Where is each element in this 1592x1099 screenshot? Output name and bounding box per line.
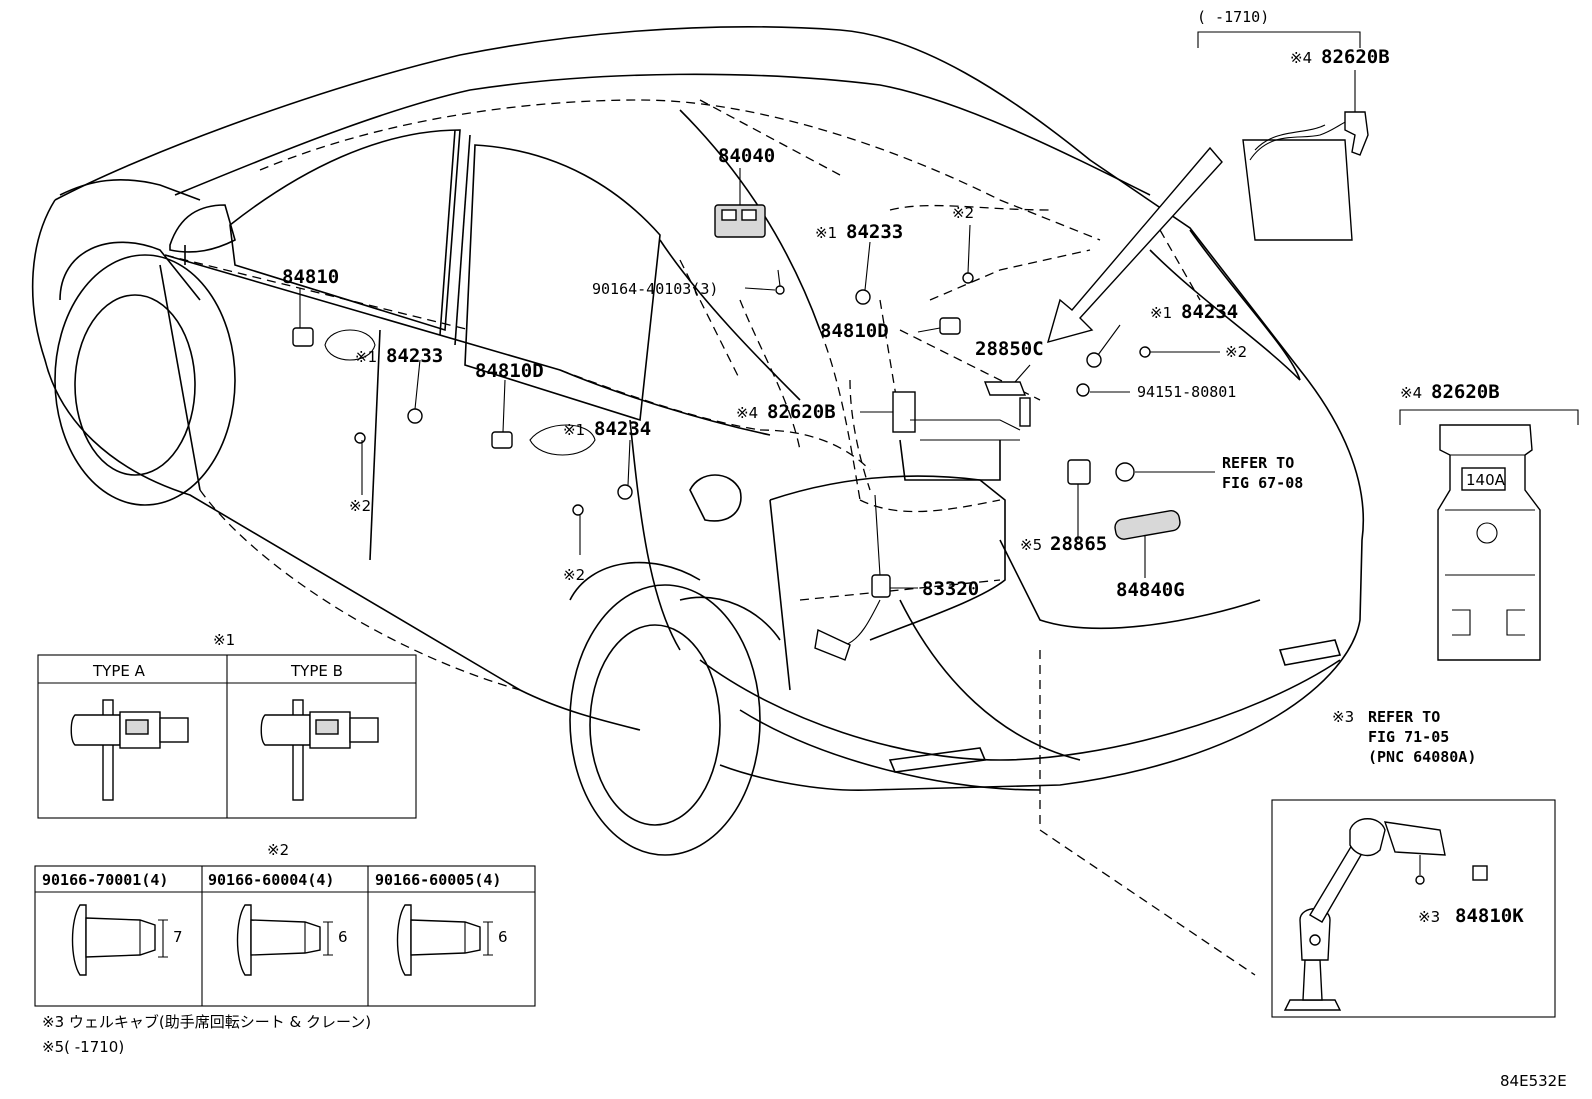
label-84810D-b: 84810D (475, 360, 544, 382)
table-type: ※1 TYPE A TYPE B (37, 631, 417, 819)
mark-4: ※4 (736, 404, 758, 422)
table1-mark: ※1 (213, 631, 235, 649)
clip-dim-3: 6 (498, 928, 508, 946)
type-b-bulb (260, 699, 379, 801)
label-84040: 84040 (718, 145, 775, 167)
label-28865: 28865 (1050, 533, 1107, 555)
switch-button (721, 209, 737, 221)
mark-3: ※3 (1418, 908, 1440, 926)
label-28850C: 28850C (975, 338, 1044, 360)
switch-84810 (292, 327, 314, 347)
label-83320: 83320 (922, 578, 979, 600)
screw-90164 (775, 285, 785, 295)
bulb-84234-a (1086, 352, 1102, 368)
label-84234-a: 84234 (1181, 301, 1238, 323)
bulb-84233-b (407, 408, 423, 424)
label-84810K: 84810K (1455, 905, 1524, 927)
label-94151: 94151-80801 (1137, 383, 1236, 401)
table2-col-1: 90166-70001(4) (42, 871, 168, 889)
mark-1: ※1 (1150, 304, 1172, 322)
mark-4: ※4 (1290, 49, 1312, 67)
fuse-rating-box (1461, 467, 1506, 491)
table2-col-2: 90166-60004(4) (208, 871, 334, 889)
note-5: ※5( -1710) (42, 1038, 124, 1056)
mark-2: ※2 (1225, 343, 1247, 361)
clip-60005 (396, 904, 493, 976)
mark-4: ※4 (1400, 384, 1422, 402)
refer-67-08-line2: FIG 67-08 (1222, 474, 1303, 492)
battery-inset (1242, 111, 1369, 241)
clip-dim-2: 6 (338, 928, 348, 946)
nut-94151 (1076, 383, 1090, 397)
crane-inset-frame (1271, 799, 1556, 1018)
crane-inset: ※3 84810K (1271, 799, 1556, 1018)
parts (292, 204, 1181, 661)
bracket-28850C (983, 381, 1027, 396)
label-84233-b: 84233 (386, 345, 443, 367)
range-label-top: ( -1710) (1197, 8, 1269, 26)
label-84234-b: 84234 (594, 418, 651, 440)
clip (572, 504, 584, 516)
label-84233-a: 84233 (846, 221, 903, 243)
bulb-84233-a (855, 289, 871, 305)
label-82620B-a: 82620B (767, 401, 836, 423)
mark-3: ※3 (1332, 708, 1354, 726)
label-84810: 84810 (282, 266, 339, 288)
table1-col-a: TYPE A (92, 662, 146, 680)
fuse-rating-label: 140A (1466, 471, 1506, 489)
sender-83320 (871, 574, 891, 598)
table2-mark: ※2 (267, 841, 289, 859)
bulb-84234-b (617, 484, 633, 500)
label-84810D-a: 84810D (820, 320, 889, 342)
clip-60004 (236, 904, 333, 976)
mark-2: ※2 (349, 497, 371, 515)
relay-28865 (1067, 459, 1091, 485)
fuse-terminal (1344, 111, 1369, 156)
switch-84840G (1114, 509, 1181, 540)
fuse-bolt-hole (1476, 522, 1498, 544)
leader-lines (299, 70, 1356, 589)
relay-body (1019, 397, 1031, 427)
switch-84810D-a (939, 317, 961, 335)
label-90164: 90164-40103(3) (592, 280, 718, 298)
switch-button (741, 209, 757, 221)
refer-71-05-line3: (PNC 64080A) (1368, 748, 1476, 766)
table1-col-b: TYPE B (290, 662, 343, 680)
label-84840G: 84840G (1116, 579, 1185, 601)
battery-box (1242, 139, 1353, 241)
label-82620B-c: 82620B (1431, 381, 1500, 403)
mark-5: ※5 (1020, 536, 1042, 554)
callout-labels: 84040 90164-40103(3) 84810 ※1 84233 ※2 8… (282, 8, 1579, 766)
fuse-block-82620B (892, 391, 916, 433)
car-body (31, 26, 1364, 976)
clip (962, 272, 974, 284)
mark-1: ※1 (563, 421, 585, 439)
clip-dim-1: 7 (173, 928, 183, 946)
mark-1: ※1 (815, 224, 837, 242)
refer-71-05-line2: FIG 71-05 (1368, 728, 1449, 746)
switch-84810D-b (491, 431, 513, 449)
refer-67-08-line1: REFER TO (1222, 454, 1294, 472)
clip (354, 432, 366, 444)
diagram-code: 84E532E (1500, 1072, 1567, 1090)
label-82620B-b: 82620B (1321, 46, 1390, 68)
clip (1139, 346, 1151, 358)
mark-2: ※2 (563, 566, 585, 584)
refer-71-05-line1: REFER TO (1368, 708, 1440, 726)
mark-1: ※1 (355, 348, 377, 366)
sender-plug (814, 628, 851, 661)
fuse-block-inset: 140A (1437, 424, 1541, 661)
clip-70001 (71, 904, 168, 976)
table-clips: ※2 90166-70001(4) 90166-60004(4) 90166-6… (34, 841, 536, 1007)
type-a-bulb (70, 699, 189, 801)
table2-col-3: 90166-60005(4) (375, 871, 501, 889)
mark-2: ※2 (952, 204, 974, 222)
switch-84810K (1472, 865, 1488, 881)
note-3: ※3 ウェルキャブ(助手席回転シート & クレーン) (42, 1013, 371, 1031)
table2-frame (34, 865, 536, 1007)
grommet (1115, 462, 1135, 482)
direction-arrow (1046, 146, 1223, 344)
